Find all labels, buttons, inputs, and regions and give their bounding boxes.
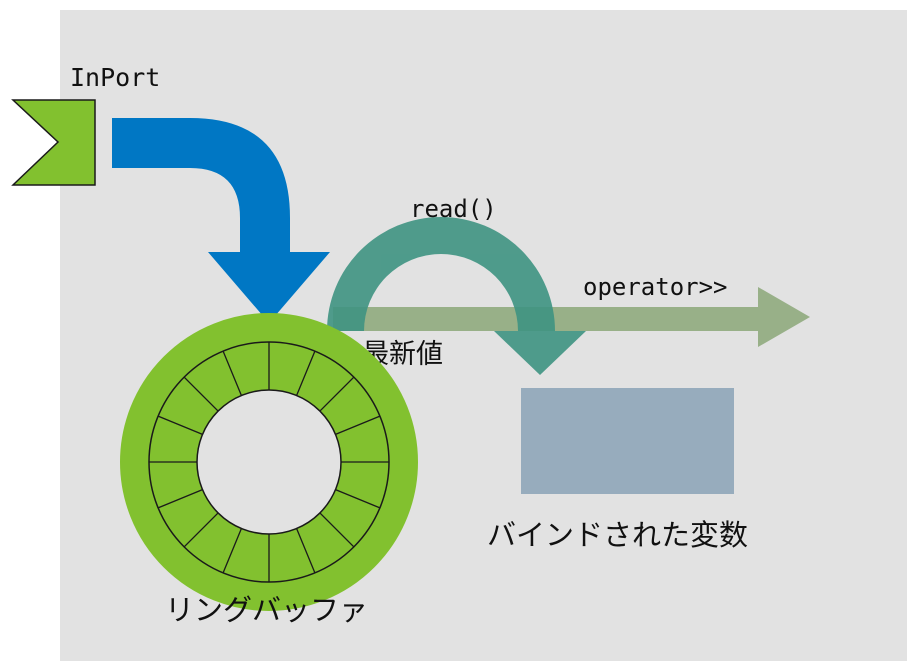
operator-arrow <box>333 287 810 347</box>
inport-label: InPort <box>70 63 160 92</box>
ring-segment-divider <box>222 350 243 396</box>
inport-connector <box>11 99 96 186</box>
ring-segment-divider <box>183 512 219 548</box>
ring-segment-divider <box>295 528 316 574</box>
ring-buffer <box>120 313 418 611</box>
ring-segment-divider <box>222 528 243 574</box>
bound-variable-label: バインドされた変数 <box>487 518 748 552</box>
ring-segment-divider <box>295 350 316 396</box>
ring-segment-divider <box>157 415 203 436</box>
read-arrow <box>327 217 586 375</box>
ring-segment-divider <box>183 376 219 412</box>
ring-segment-dividers <box>149 342 389 582</box>
ring-segment-divider <box>335 415 381 436</box>
read-label: read() <box>410 195 497 223</box>
ring-segment-divider <box>157 488 203 509</box>
bound-variable-box <box>521 388 734 494</box>
ring-inner-edge <box>196 389 342 535</box>
inport-flow-arrow <box>112 118 330 323</box>
ring-segment-divider <box>319 512 355 548</box>
ring-segment-divider <box>335 488 381 509</box>
operator-label: operator>> <box>583 273 728 301</box>
ring-segment-divider <box>319 376 355 412</box>
ring-buffer-label: リングバッファ <box>165 593 368 627</box>
